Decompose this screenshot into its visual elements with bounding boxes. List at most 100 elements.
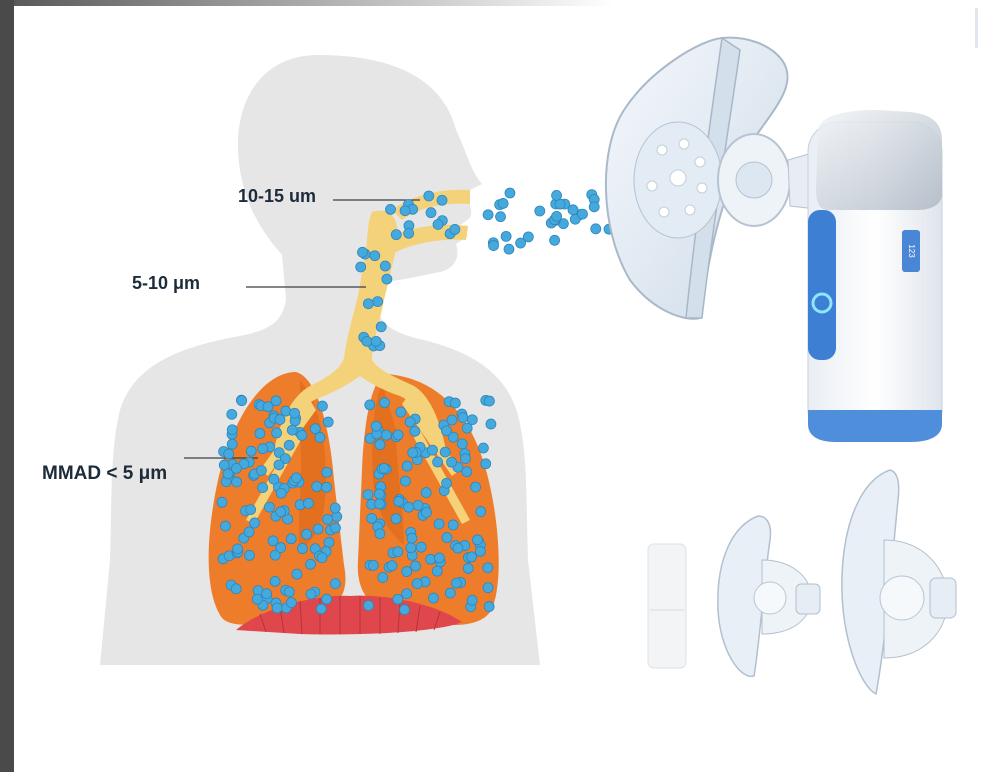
aerosol-particle <box>378 572 388 582</box>
aerosol-particle <box>363 490 373 500</box>
aerosol-particle <box>391 514 401 524</box>
aerosol-particle <box>486 419 496 429</box>
aerosol-particle <box>322 482 332 492</box>
aerosol-particle <box>371 336 381 346</box>
aerosol-particle <box>317 553 327 563</box>
aerosol-particle <box>411 561 421 571</box>
aerosol-particle <box>380 398 390 408</box>
aerosol-particle <box>460 454 470 464</box>
aerosol-particle <box>550 235 560 245</box>
aerosol-particle <box>381 430 391 440</box>
aerosol-particle <box>428 593 438 603</box>
aerosol-particle <box>441 426 451 436</box>
aerosol-particle <box>297 544 307 554</box>
aerosol-particle <box>440 447 450 457</box>
aerosol-particle <box>250 518 260 528</box>
aerosol-particle <box>426 208 436 218</box>
mouthpiece-accessory <box>648 544 686 668</box>
aerosol-particle <box>589 202 599 212</box>
aerosol-particle <box>371 421 381 431</box>
aerosol-particle <box>330 503 340 513</box>
aerosol-particle <box>382 274 392 284</box>
aerosol-particle <box>275 415 285 425</box>
aerosol-particle <box>400 206 410 216</box>
aerosol-particle <box>407 533 417 543</box>
aerosol-particle <box>227 409 237 419</box>
aerosol-particle <box>227 425 237 435</box>
aerosol-particle <box>291 473 301 483</box>
aerosol-particle <box>412 579 422 589</box>
aerosol-particle <box>375 440 385 450</box>
aerosol-particle <box>462 423 472 433</box>
aerosol-particle <box>271 396 281 406</box>
aerosol-particle <box>233 544 243 554</box>
aerosol-particle <box>376 322 386 332</box>
aerosol-particle <box>394 496 404 506</box>
aerosol-particle <box>505 188 515 198</box>
aerosol-particle <box>244 550 254 560</box>
aerosol-particle <box>286 534 296 544</box>
aerosol-particle <box>402 461 412 471</box>
aerosol-particle <box>535 206 545 216</box>
connector-port <box>736 162 772 198</box>
aerosol-particle <box>316 604 326 614</box>
aerosol-particle <box>393 430 403 440</box>
aerosol-particle <box>400 605 410 615</box>
aerosol-particle <box>374 499 384 509</box>
aerosol-particle <box>252 594 262 604</box>
aerosol-particle <box>410 426 420 436</box>
aerosol-particle <box>312 482 322 492</box>
aerosol-particle <box>303 498 313 508</box>
aerosol-particle <box>317 401 327 411</box>
aerosol-particle <box>451 578 461 588</box>
aerosol-particle <box>591 224 601 234</box>
aerosol-particle <box>442 533 452 543</box>
aerosol-particle <box>475 546 485 556</box>
adult-mask-valve <box>880 576 924 620</box>
aerosol-particle <box>501 231 511 241</box>
aerosol-particle <box>433 219 443 229</box>
aerosol-particle <box>467 552 477 562</box>
aerosol-particle <box>365 400 375 410</box>
aerosol-particle <box>448 520 458 530</box>
aerosol-particle <box>286 598 296 608</box>
device-side-grip <box>808 210 836 360</box>
aerosol-particle <box>313 524 323 534</box>
aerosol-particle <box>217 497 227 507</box>
aerosol-particle <box>472 535 482 545</box>
aerosol-particle <box>272 603 282 613</box>
aerosol-particle <box>284 587 294 597</box>
aerosol-particle <box>387 561 397 571</box>
aerosol-particle <box>255 428 265 438</box>
aerosol-particle <box>290 408 300 418</box>
aerosol-particle <box>484 602 494 612</box>
aerosol-particle <box>421 507 431 517</box>
aerosol-particle <box>483 210 493 220</box>
aerosol-particle <box>483 563 493 573</box>
aerosol-particle <box>373 297 383 307</box>
aerosol-particle <box>402 567 412 577</box>
aerosol-particle <box>302 529 312 539</box>
aerosol-particle <box>385 204 395 214</box>
aerosol-particle <box>413 500 423 510</box>
bronchi-size-label: 5-10 μm <box>132 273 200 294</box>
aerosol-particle <box>244 527 254 537</box>
aerosol-particle <box>496 212 506 222</box>
aerosol-particle <box>447 457 457 467</box>
aerosol-particle <box>297 430 307 440</box>
aerosol-particle <box>379 463 389 473</box>
aerosol-particle <box>445 588 455 598</box>
aerosol-particle <box>453 543 463 553</box>
aerosol-particle <box>434 553 444 563</box>
aerosol-particle <box>424 191 434 201</box>
aerosol-particle <box>476 507 486 517</box>
aerosol-particle <box>274 460 284 470</box>
aerosol-particle <box>268 536 278 546</box>
aerosol-particle <box>269 474 279 484</box>
child-mask-connector <box>796 584 820 614</box>
aerosol-particle <box>224 449 234 459</box>
aerosol-particle <box>462 467 472 477</box>
aerosol-particle <box>402 589 412 599</box>
aerosol-particle <box>437 195 447 205</box>
